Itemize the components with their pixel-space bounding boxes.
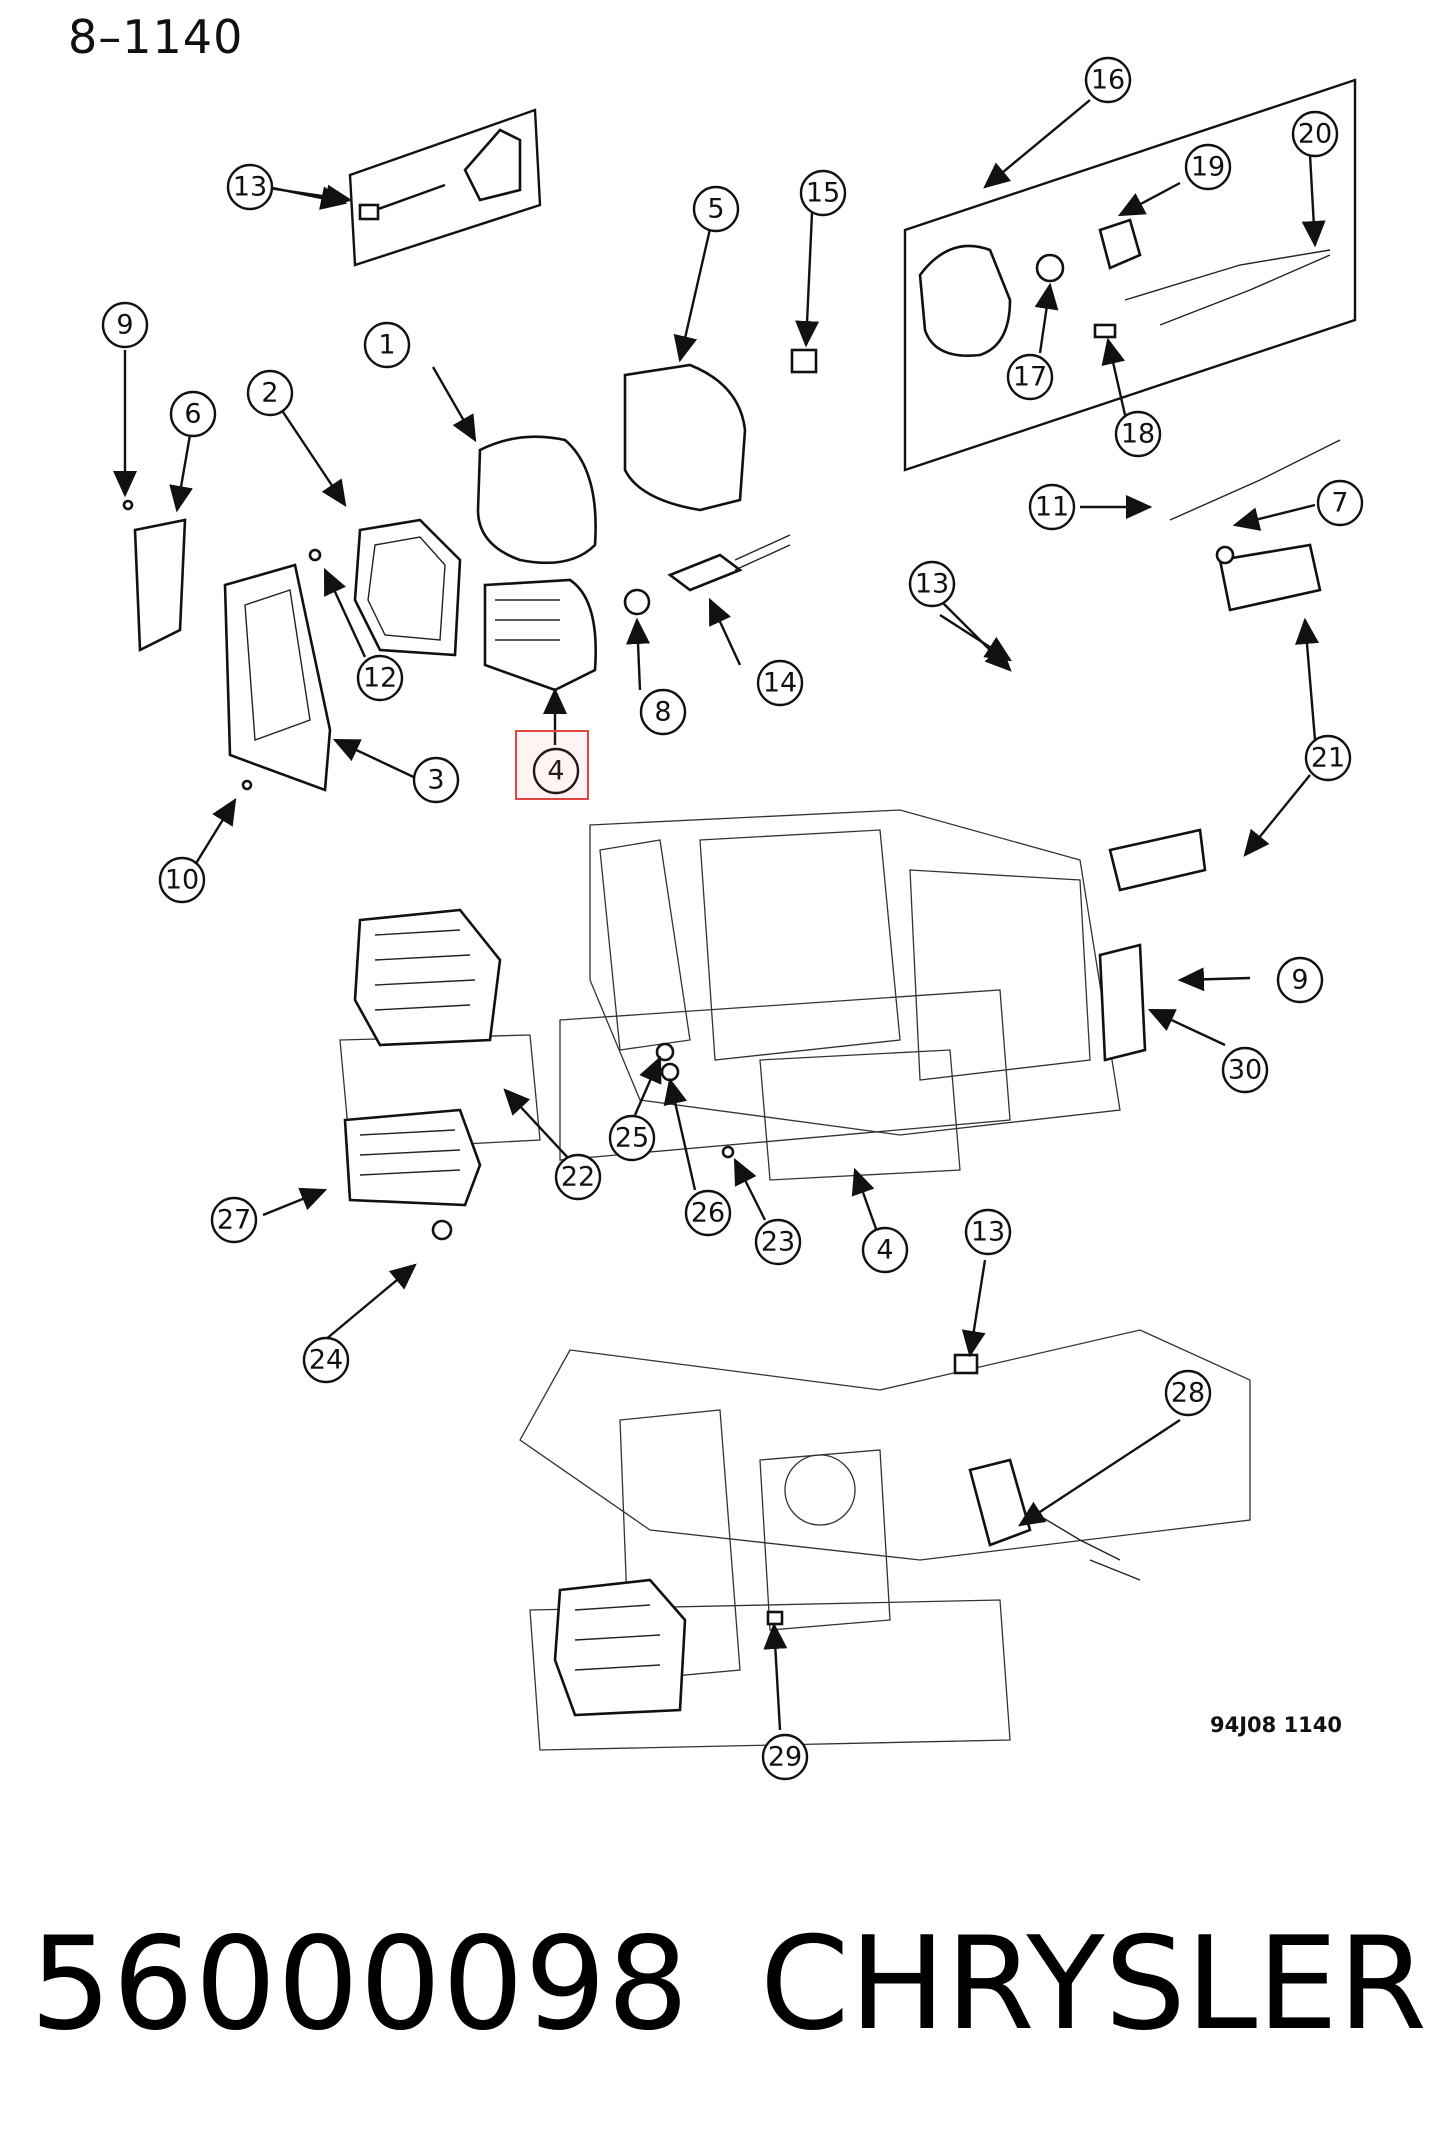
svg-text:3: 3 xyxy=(427,765,444,796)
mounting-ring xyxy=(623,363,747,512)
svg-text:21: 21 xyxy=(1311,743,1345,774)
svg-text:16: 16 xyxy=(1091,65,1125,96)
svg-text:2: 2 xyxy=(261,378,278,409)
callout-5: 5 xyxy=(692,185,740,233)
svg-text:26: 26 xyxy=(691,1198,725,1229)
callout-18: 18 xyxy=(1114,410,1162,458)
callout-27: 27 xyxy=(210,1196,258,1244)
callout-2: 2 xyxy=(246,369,294,417)
side-bezel xyxy=(133,518,187,653)
callout-11: 11 xyxy=(1028,483,1076,531)
callout-19: 19 xyxy=(1184,143,1232,191)
svg-text:1: 1 xyxy=(378,330,395,361)
callout-26: 26 xyxy=(684,1189,732,1237)
svg-text:8: 8 xyxy=(654,697,671,728)
svg-text:24: 24 xyxy=(309,1345,343,1376)
callout-12: 12 xyxy=(356,654,404,702)
svg-text:19: 19 xyxy=(1191,152,1225,183)
svg-text:9: 9 xyxy=(116,310,133,341)
svg-text:23: 23 xyxy=(761,1227,795,1258)
callout-4-highlighted: 4 xyxy=(532,747,580,795)
callout-10: 10 xyxy=(158,856,206,904)
svg-text:5: 5 xyxy=(707,194,724,225)
callout-7: 7 xyxy=(1316,479,1364,527)
svg-text:11: 11 xyxy=(1035,492,1069,523)
callout-8: 8 xyxy=(639,688,687,736)
callout-20: 20 xyxy=(1291,110,1339,158)
exploded-parts-diagram: 1 2 3 4 4 5 6 7 8 9 9 10 11 12 13 13 13 … xyxy=(101,56,1364,1781)
svg-text:6: 6 xyxy=(184,399,201,430)
svg-text:13: 13 xyxy=(915,569,949,600)
callout-21: 21 xyxy=(1304,734,1352,782)
callout-23: 23 xyxy=(754,1218,802,1266)
adjuster-panel xyxy=(348,108,542,267)
brand-name: CHRYSLER xyxy=(760,1910,1427,2059)
leader-lines xyxy=(113,99,1326,1731)
svg-text:18: 18 xyxy=(1121,419,1155,450)
drawing-reference-code: 94J08 1140 xyxy=(1210,1713,1343,1737)
callout-3: 3 xyxy=(412,756,460,804)
callout-9: 9 xyxy=(101,301,149,349)
callout-13b: 13 xyxy=(908,560,956,608)
halogen-lamp xyxy=(483,578,597,692)
callout-30: 30 xyxy=(1221,1046,1269,1094)
callout-16: 16 xyxy=(1084,56,1132,104)
svg-text:14: 14 xyxy=(763,668,797,699)
callout-17: 17 xyxy=(1006,353,1054,401)
svg-text:17: 17 xyxy=(1013,362,1047,393)
part-number: 56000098 xyxy=(30,1910,690,2059)
callout-28: 28 xyxy=(1164,1369,1212,1417)
sealed-beam-lamp xyxy=(476,435,597,565)
callout-13: 13 xyxy=(226,163,274,211)
callout-24: 24 xyxy=(302,1336,350,1384)
svg-text:25: 25 xyxy=(615,1123,649,1154)
svg-text:12: 12 xyxy=(363,663,397,694)
callout-4: 4 xyxy=(861,1226,909,1274)
vehicle-fog-lamp-view xyxy=(519,1329,1251,1751)
svg-text:27: 27 xyxy=(217,1205,251,1236)
svg-text:4: 4 xyxy=(876,1235,893,1266)
headlamp-door xyxy=(223,563,332,792)
callout-25: 25 xyxy=(608,1114,656,1162)
svg-text:4: 4 xyxy=(547,756,564,787)
svg-text:22: 22 xyxy=(561,1162,595,1193)
callout-13c: 13 xyxy=(964,1208,1012,1256)
svg-text:30: 30 xyxy=(1228,1055,1262,1086)
svg-text:20: 20 xyxy=(1298,119,1332,150)
callout-15: 15 xyxy=(799,169,847,217)
highlighted-part-marker xyxy=(515,730,589,800)
callout-14: 14 xyxy=(756,659,804,707)
vehicle-front-view xyxy=(339,809,1207,1241)
svg-text:13: 13 xyxy=(233,172,267,203)
callout-29: 29 xyxy=(761,1733,809,1781)
svg-text:10: 10 xyxy=(165,865,199,896)
svg-text:13: 13 xyxy=(971,1217,1005,1248)
callout-1: 1 xyxy=(363,321,411,369)
svg-text:15: 15 xyxy=(806,178,840,209)
retaining-ring xyxy=(353,518,462,657)
svg-text:29: 29 xyxy=(768,1742,802,1773)
callout-9b: 9 xyxy=(1276,956,1324,1004)
callout-6: 6 xyxy=(169,390,217,438)
svg-text:9: 9 xyxy=(1291,965,1308,996)
svg-text:7: 7 xyxy=(1331,488,1348,519)
svg-text:28: 28 xyxy=(1171,1378,1205,1409)
page-code: 8–1140 xyxy=(68,10,244,64)
callout-22: 22 xyxy=(554,1153,602,1201)
lamp-kit-panel xyxy=(903,78,1357,472)
